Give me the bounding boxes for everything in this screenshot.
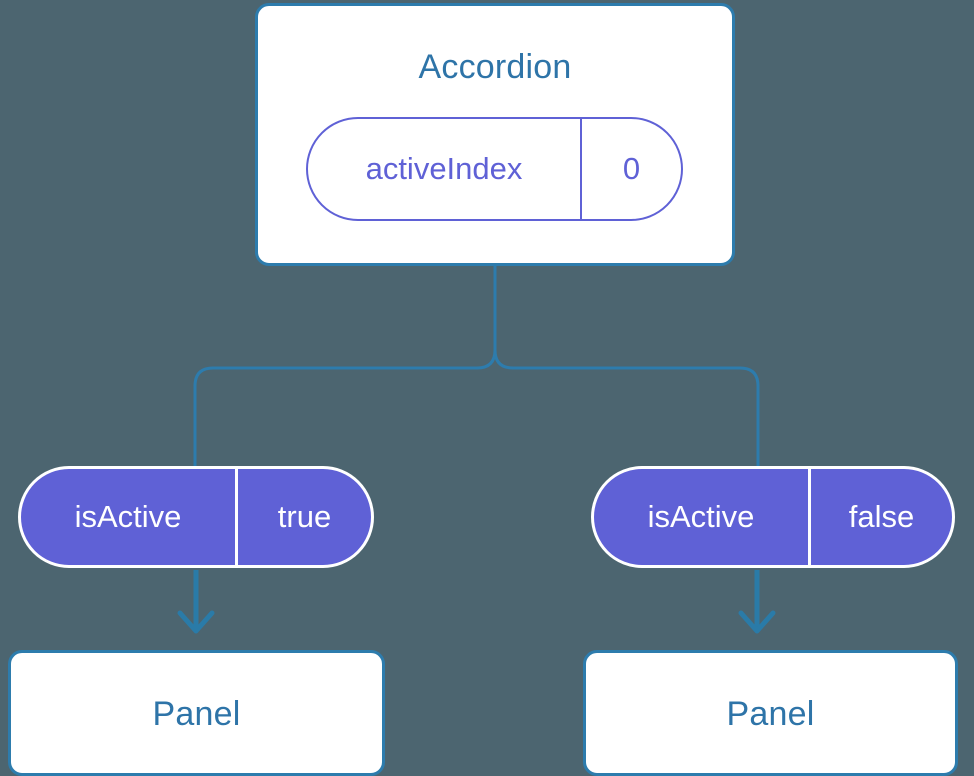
prop-pill-is-active-left[interactable]: isActive true (18, 466, 374, 568)
prop-pill-is-active-right[interactable]: isActive false (591, 466, 955, 568)
prop-pill-is-active-right-key: isActive (647, 499, 755, 534)
prop-pill-is-active-right-value: false (808, 469, 952, 565)
prop-pill-is-active-left-value: true (235, 469, 371, 565)
state-pill-active-index[interactable]: activeIndex 0 (306, 117, 683, 221)
tree-branch-path (193, 264, 760, 468)
panel-left-title: Panel (152, 695, 241, 733)
arrow-right-pill-to-panel (738, 570, 776, 634)
arrow-left-pill-to-panel (177, 570, 215, 634)
panel-right-title: Panel (726, 695, 815, 733)
panel-component-box-right[interactable]: Panel (583, 650, 958, 776)
state-pill-active-index-key: activeIndex (365, 151, 523, 186)
panel-component-box-left[interactable]: Panel (8, 650, 385, 776)
accordion-title: Accordion (418, 48, 572, 86)
state-pill-active-index-value: 0 (580, 119, 681, 219)
prop-pill-is-active-left-key: isActive (74, 499, 182, 534)
